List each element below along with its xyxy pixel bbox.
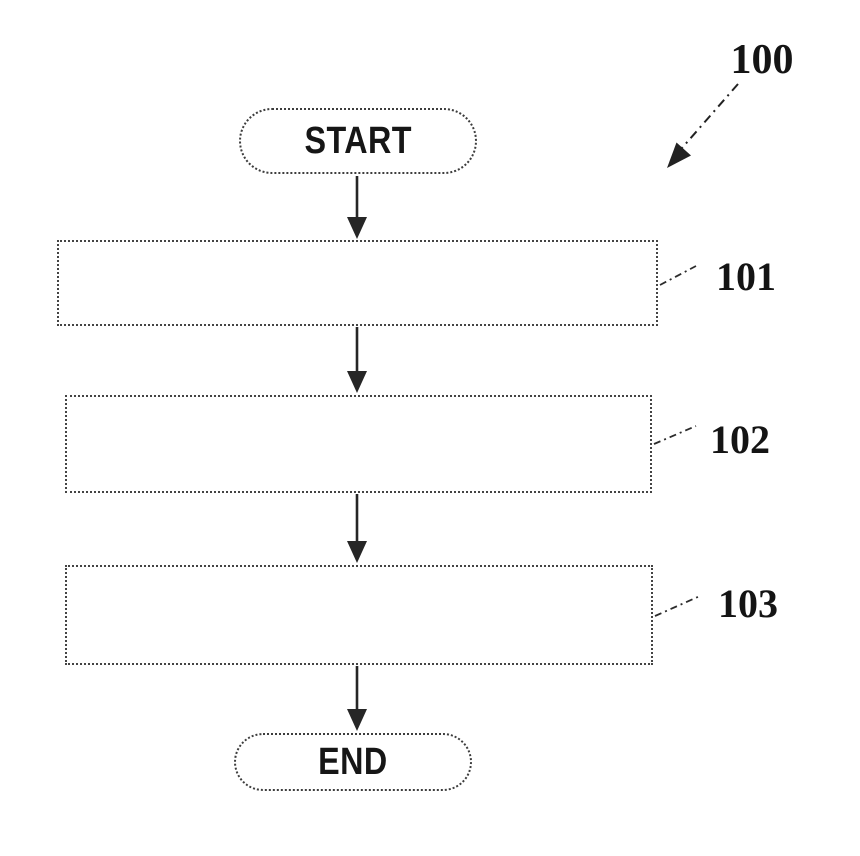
flow-arrow-102-to-103	[347, 494, 367, 563]
flow-arrow-103-to-end	[347, 666, 367, 731]
end-terminal: END	[234, 733, 472, 791]
figure-reference-pointer	[667, 83, 739, 168]
start-terminal: START	[239, 108, 477, 174]
process-box-102	[65, 395, 652, 493]
ref-label-102: 102	[710, 417, 770, 462]
arrowhead-icon	[347, 541, 367, 563]
process-box-101	[57, 240, 658, 326]
process-box-103	[65, 565, 653, 665]
ref-label-103: 103	[718, 581, 778, 626]
flow-arrow-start-to-101	[347, 176, 367, 239]
start-terminal-label: START	[304, 119, 412, 162]
arrowhead-icon	[667, 142, 691, 168]
end-terminal-label: END	[318, 740, 388, 783]
ref-label-101: 101	[716, 254, 776, 299]
leader-line-102	[653, 425, 697, 445]
arrowhead-icon	[347, 709, 367, 731]
leader-line-101	[659, 265, 697, 286]
leader-line-103	[654, 595, 701, 617]
arrowhead-icon	[347, 371, 367, 393]
flow-arrow-101-to-102	[347, 327, 367, 393]
arrowhead-icon	[347, 217, 367, 239]
figure-reference-label: 100	[730, 37, 794, 83]
